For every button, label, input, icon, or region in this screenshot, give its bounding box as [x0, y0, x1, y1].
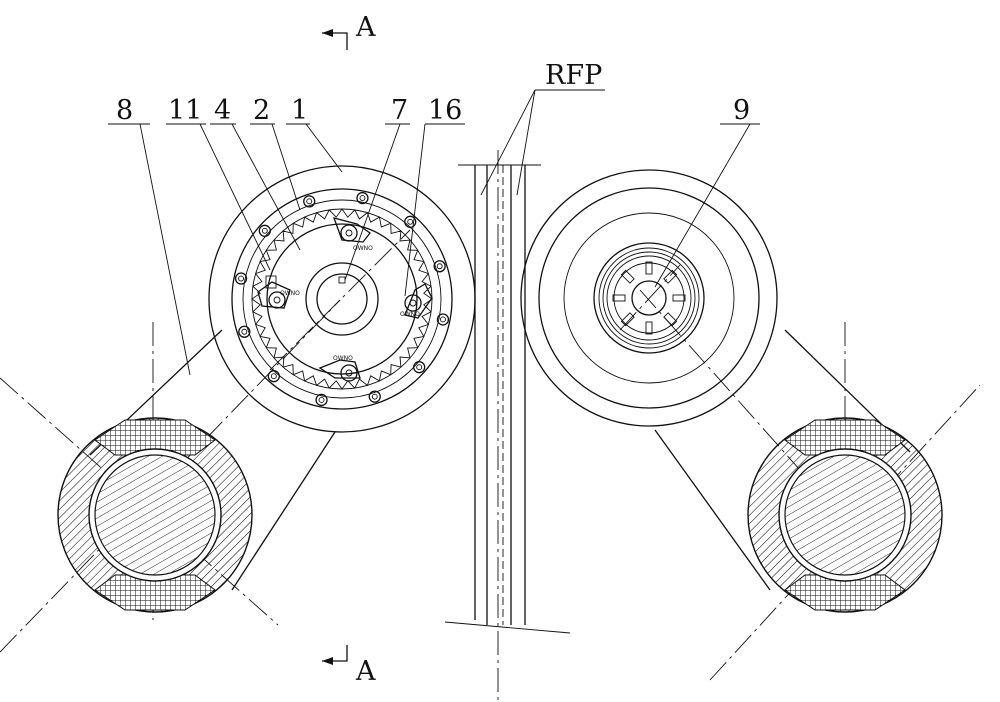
section-letter-top: A — [355, 12, 376, 43]
label-16: 16 — [428, 95, 462, 126]
svg-text:OWNO: OWNO — [333, 355, 353, 362]
radial-slot — [645, 321, 653, 335]
bolt-core — [261, 227, 268, 234]
bolt-head — [234, 272, 248, 285]
bolt-core — [270, 373, 277, 380]
label-8: 8 — [116, 95, 133, 126]
label-7: 7 — [391, 95, 408, 126]
bolt-ring — [234, 191, 450, 407]
radial-slot — [645, 261, 653, 275]
svg-text:OWNO: OWNO — [400, 311, 420, 318]
radial-slot — [663, 312, 678, 327]
label-1: 1 — [291, 95, 308, 126]
label-2: 2 — [253, 95, 270, 126]
leader-lines — [108, 89, 760, 376]
svg-text:OWNO: OWNO — [280, 290, 300, 297]
bolt-head — [356, 191, 369, 205]
bolt-core — [359, 195, 366, 202]
left-lower-roller — [57, 417, 253, 613]
bolt-head — [267, 370, 280, 383]
right-lower-roller — [747, 417, 943, 613]
bolt-core — [439, 316, 446, 323]
section-marker-bottom: A — [322, 645, 376, 687]
left-roller-assembly: OWNO OWNO OWNO OWNO — [0, 165, 476, 653]
bolt-core — [241, 328, 248, 335]
left-upper-roller: OWNO OWNO OWNO OWNO — [208, 165, 476, 433]
radial-slot — [620, 312, 635, 327]
bolt-head — [303, 195, 316, 208]
knife-left: OWNO — [257, 275, 300, 309]
section-letter-bottom: A — [355, 656, 376, 687]
film-path — [444, 150, 571, 702]
slot-ring — [612, 261, 686, 335]
bolt-core — [416, 364, 423, 371]
label-rfp: RFP — [545, 60, 602, 91]
bolt-head — [368, 390, 381, 403]
label-4: 4 — [214, 95, 231, 126]
bolt-head — [404, 215, 417, 228]
right-upper-roller — [520, 169, 778, 427]
bolt-head — [413, 361, 426, 374]
knife-bottom: OWNO — [318, 355, 361, 382]
bolt-core — [407, 218, 414, 225]
bolt-head — [258, 224, 271, 237]
knife-top: OWNO — [332, 217, 373, 252]
svg-text:OWNO: OWNO — [353, 245, 373, 252]
part-labels: 8 11 4 2 1 7 16 RFP 9 — [116, 60, 750, 126]
bolt-core — [238, 275, 245, 282]
radial-slot — [663, 269, 678, 284]
section-marker-top: A — [322, 12, 376, 50]
radial-slot — [620, 269, 635, 284]
bolt-head — [436, 313, 450, 326]
bolt-core — [436, 263, 443, 270]
bolt-head — [315, 393, 328, 407]
bolt-core — [306, 198, 313, 205]
right-roller-assembly — [520, 169, 981, 681]
radial-slot — [612, 294, 626, 302]
bolt-head — [433, 260, 446, 273]
radial-slot — [672, 294, 686, 302]
knife-right: OWNO — [400, 283, 433, 319]
bolt-core — [371, 393, 378, 400]
label-11: 11 — [168, 95, 202, 126]
label-9: 9 — [733, 95, 750, 126]
bolt-head — [238, 325, 251, 338]
bolt-core — [318, 396, 325, 403]
